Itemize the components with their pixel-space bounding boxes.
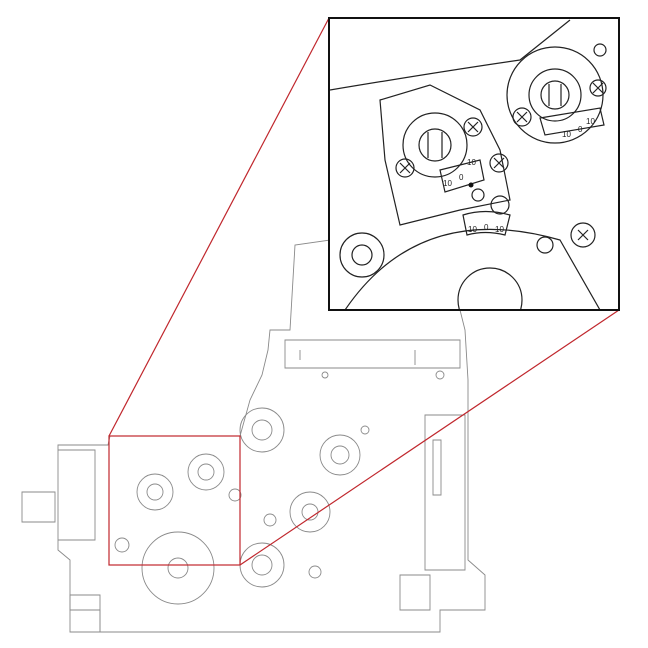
gears: [114, 370, 445, 605]
bottom-dial-mid: 0: [484, 223, 489, 232]
right-dial-high: 10: [586, 117, 595, 126]
left-dial-high: 10: [467, 158, 476, 167]
zoom-indicator: [108, 17, 620, 566]
right-dial-mid: 0: [578, 125, 583, 134]
left-dial-mid: 0: [459, 173, 464, 182]
bottom-dial-high: 10: [495, 225, 504, 234]
bottom-dial-low: 10: [468, 225, 477, 234]
right-dial-low: 10: [562, 130, 571, 139]
left-dial-low: 10: [443, 179, 452, 188]
detail-inset: 10 0 10 10 0 10 10 0 10: [328, 17, 620, 311]
